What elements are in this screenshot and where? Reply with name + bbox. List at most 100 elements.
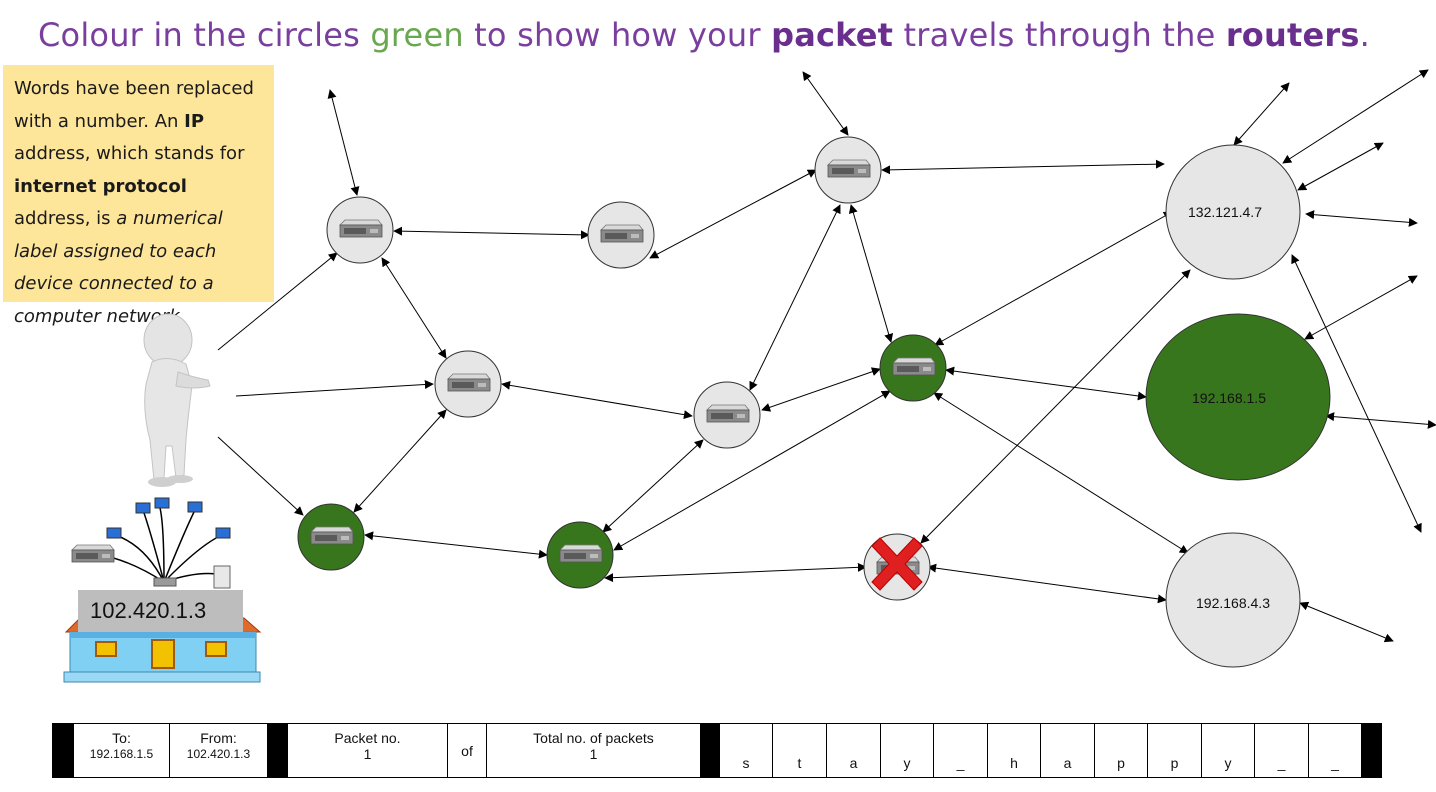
computer-icon: [135, 502, 151, 514]
link: [945, 366, 1147, 401]
total-packets-value: 1: [589, 746, 598, 762]
table-separator: [1361, 724, 1381, 777]
router-icon: [310, 526, 354, 545]
info-text-3: address, is: [14, 208, 117, 229]
to-value: 192.168.1.5: [89, 747, 154, 761]
router-node: [814, 136, 882, 204]
payload-letter-cell: p: [1147, 724, 1201, 777]
title-period: .: [1359, 16, 1370, 54]
title-text-3: travels through the: [893, 16, 1226, 54]
router-icon: [71, 544, 115, 563]
ip-node-132: 132.121.4.7: [1165, 144, 1301, 280]
computer-icon: [154, 497, 170, 509]
info-note: Words have been replaced with a number. …: [3, 65, 274, 327]
payload-letter-cell: y: [880, 724, 933, 777]
server-tower-icon: [213, 565, 231, 589]
payload-letter-cell: _: [1254, 724, 1308, 777]
link: [848, 204, 894, 343]
link: [604, 562, 867, 583]
of-cell: of: [447, 724, 486, 777]
ip-node-destination: 192.168.1.5: [1145, 313, 1331, 481]
link: [649, 169, 817, 259]
router-icon: [706, 404, 750, 423]
router-icon: [447, 373, 491, 392]
link: [1305, 210, 1418, 227]
router-icon: [559, 544, 603, 563]
person-figure: [143, 313, 211, 487]
link: [761, 367, 881, 412]
link: [749, 204, 841, 391]
connections: [217, 69, 1436, 643]
link: [393, 226, 590, 240]
total-packets-label: Total no. of packets: [533, 730, 654, 746]
link: [353, 409, 447, 513]
link: [920, 269, 1191, 544]
router-node: [434, 350, 502, 418]
link: [881, 159, 1165, 175]
payload-letter-cell: t: [772, 724, 826, 777]
router-icon: [892, 357, 936, 376]
table-separator: [267, 724, 287, 777]
computer-icon: [215, 527, 231, 539]
link: [1233, 82, 1290, 146]
payload-letter-cell: _: [1308, 724, 1361, 777]
from-cell: From: 102.420.1.3: [169, 724, 267, 777]
router-node-broken: [863, 533, 931, 601]
payload-letter-cell: a: [1040, 724, 1094, 777]
router-node-green: [879, 334, 947, 402]
from-value: 102.420.1.3: [186, 747, 251, 761]
link: [327, 89, 360, 196]
title-bold-routers: routers: [1225, 16, 1360, 54]
payload-letter-cell: s: [719, 724, 772, 777]
to-label: To:: [112, 730, 131, 746]
title-green-word: green: [370, 16, 464, 54]
link: [1282, 69, 1429, 164]
link: [1325, 412, 1436, 429]
link: [602, 439, 704, 533]
red-cross-icon: [871, 537, 923, 591]
info-text-1: Words have been replaced with a number. …: [14, 78, 254, 132]
packet-no-label: Packet no.: [334, 730, 401, 746]
link: [1297, 142, 1384, 191]
from-label: From:: [200, 730, 237, 746]
of-label: of: [461, 742, 473, 759]
payload-letter-cell: a: [826, 724, 880, 777]
home-network: [99, 507, 223, 583]
link: [235, 380, 434, 397]
ip-node-4-3: 192.168.4.3: [1165, 532, 1301, 668]
computer-icon: [187, 501, 203, 513]
link: [802, 71, 849, 136]
ip-label: 192.168.1.5: [1192, 390, 1266, 406]
router-node-green: [546, 521, 614, 589]
link: [217, 436, 304, 516]
title-bold-packet: packet: [771, 16, 894, 54]
computer-icon: [106, 527, 122, 539]
link: [501, 380, 693, 420]
payload-letter-cell: y: [1201, 724, 1254, 777]
payload-letter-cell: p: [1094, 724, 1147, 777]
info-bold-ip: IP: [184, 110, 205, 132]
router-node: [587, 201, 655, 269]
link: [217, 252, 338, 351]
device-icons: [71, 497, 231, 589]
router-node-green: [297, 503, 365, 571]
info-bold-term: internet protocol: [14, 175, 187, 197]
link: [927, 563, 1167, 604]
total-packets-cell: Total no. of packets 1: [486, 724, 700, 777]
packet-no-cell: Packet no. 1: [287, 724, 447, 777]
link: [1304, 275, 1418, 340]
payload-letter-cell: _: [933, 724, 987, 777]
router-node: [693, 381, 761, 449]
router-icon: [339, 219, 383, 238]
router-icon: [827, 159, 871, 178]
title-text-1: Colour in the circles: [38, 16, 371, 54]
house-ip-label: 102.420.1.3: [78, 590, 243, 632]
info-text-2: address, which stands for: [14, 143, 245, 164]
payload-letter-cell: h: [987, 724, 1040, 777]
to-cell: To: 192.168.1.5: [73, 724, 169, 777]
ip-label: 192.168.4.3: [1196, 595, 1270, 611]
link: [381, 257, 447, 359]
packet-no-value: 1: [363, 746, 372, 762]
title-text-2: to show how your: [463, 16, 772, 54]
